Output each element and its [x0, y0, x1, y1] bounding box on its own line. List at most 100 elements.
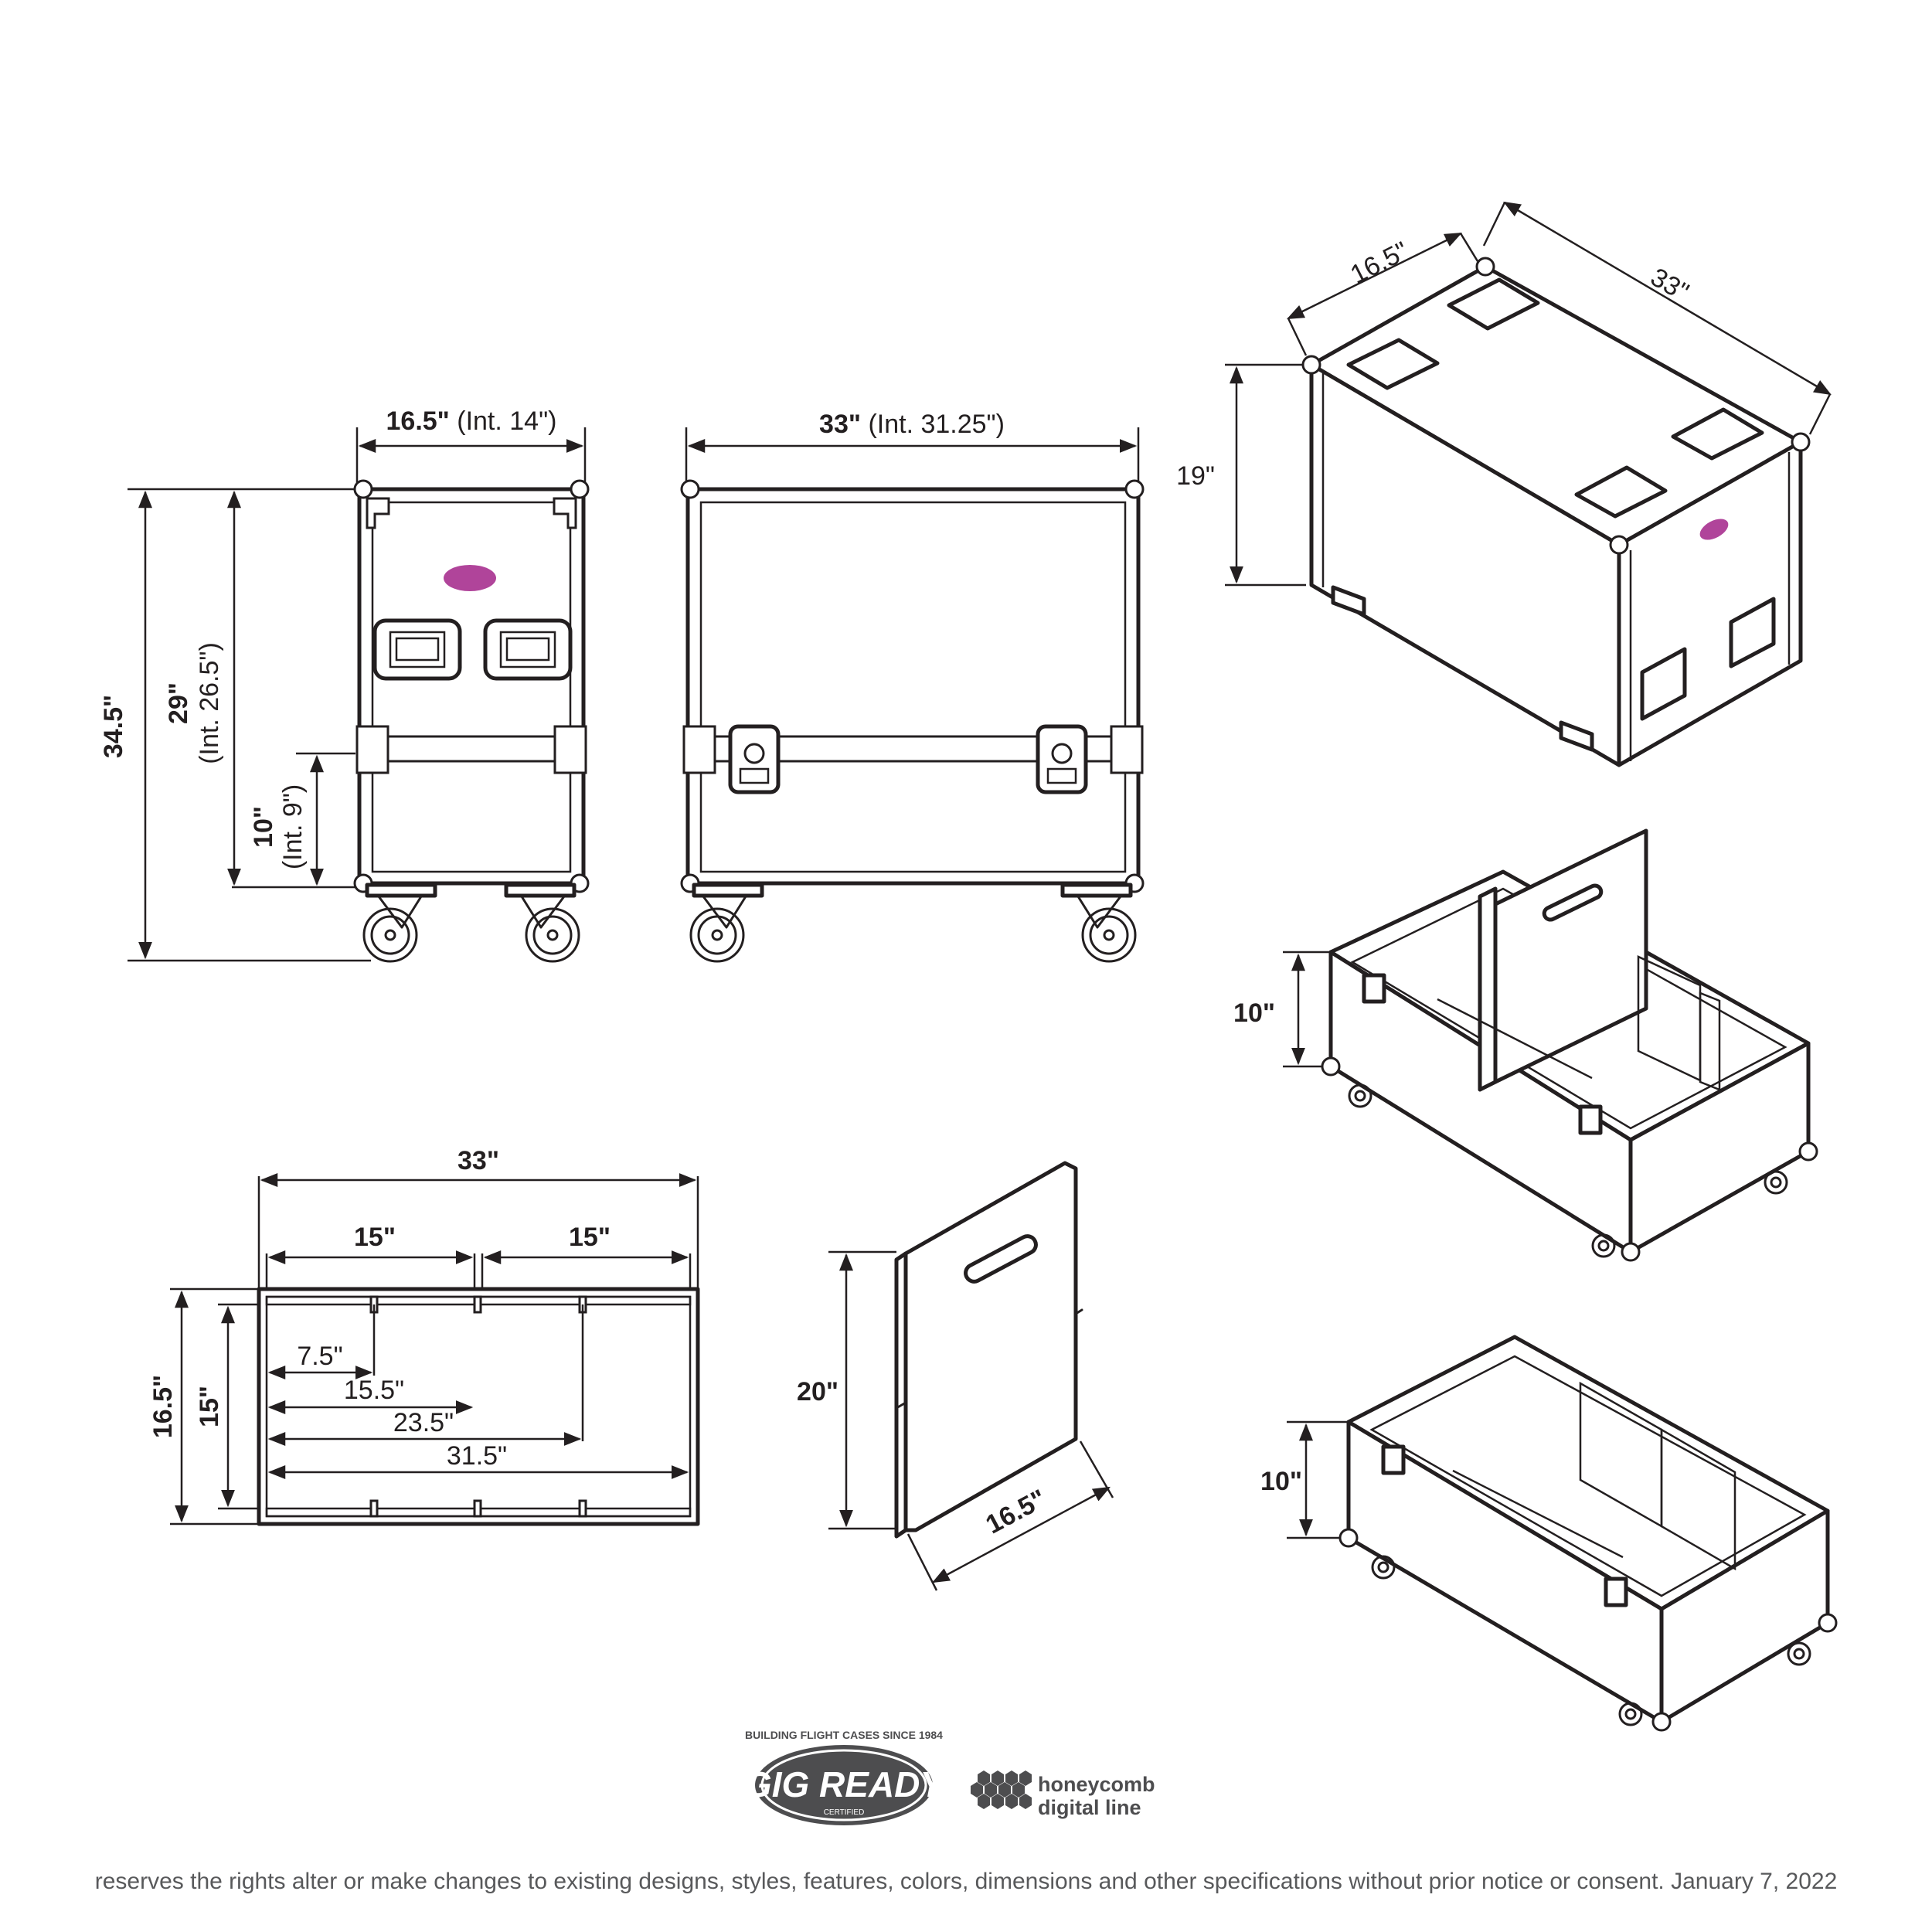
interior-divider [1637, 955, 1702, 1082]
front-height-body-int-label: (Int. 26.5") [195, 642, 224, 764]
caster-wheel-icon [520, 895, 580, 963]
handle-icon [1640, 647, 1687, 721]
interior-divider [1699, 992, 1721, 1091]
caster-wheel-icon [1077, 895, 1137, 963]
gigready-badge-ring [760, 1749, 927, 1821]
gigready-logo: GIG READY CERTIFIED BUILDING FLIGHT CASE… [744, 1729, 947, 1825]
front-corner-bracket-icon [366, 497, 390, 529]
plan-div-1-label: 7.5" [297, 1342, 342, 1371]
divider-handle-slot [964, 1234, 1038, 1284]
dim-ext [1808, 393, 1832, 435]
honeycomb-logo: honeycomb digital line [971, 1770, 1155, 1819]
footer-disclaimer: reserves the rights alter or make change… [94, 1869, 1838, 1894]
plan-right-section-label: 15" [569, 1223, 611, 1252]
gigready-name: GIG READY [744, 1764, 947, 1804]
plan-depth-label: 16.5" [148, 1375, 178, 1438]
divider-panel-edge [1478, 886, 1498, 1092]
panel-notch [1074, 1308, 1083, 1315]
handle-icon [372, 618, 462, 681]
front-hinge-left [355, 725, 389, 774]
plan-length-label: 33" [457, 1146, 499, 1175]
iso-corner-icon [1609, 535, 1629, 555]
caster-wheel-icon [1348, 1083, 1372, 1108]
recessed-handle-icon [1346, 338, 1440, 390]
latch-icon [1578, 1104, 1603, 1135]
brand-badge-oval [1699, 519, 1729, 540]
front-case-inner-edge [371, 501, 572, 873]
recessed-handle-icon [1447, 277, 1540, 331]
top-plan-view: 33" 15" 15" 16.5" 15" [148, 1146, 700, 1526]
honeycomb-line1: honeycomb [1038, 1773, 1155, 1796]
open-corner-icon [1621, 1242, 1641, 1262]
open-view-upper: 10" [1233, 828, 1818, 1262]
open-corner-icon [1651, 1712, 1672, 1732]
caster-wheel-icon [1787, 1641, 1811, 1666]
side-case-inner-edge [699, 501, 1127, 873]
iso-corner-icon [1301, 355, 1321, 375]
open-corner-icon [1338, 1528, 1359, 1548]
front-corner-bracket-icon [553, 497, 577, 529]
dim-ext [1459, 233, 1479, 262]
side-view: 33" (Int. 31.25") [680, 410, 1145, 963]
latch-icon [728, 724, 781, 794]
front-corner-icon [353, 479, 373, 499]
hinge-icon [1331, 585, 1366, 617]
open-corner-icon [1321, 1056, 1341, 1077]
front-height-lower-label: 10" [249, 806, 278, 848]
open-upper-height-label: 10" [1233, 998, 1275, 1028]
interior-divider [1660, 1427, 1736, 1571]
plan-div-3-label: 23.5" [393, 1408, 454, 1437]
interior-floor-line [1452, 1469, 1624, 1559]
front-height-total-label: 34.5" [99, 695, 128, 758]
plan-div-4-label: 31.5" [447, 1441, 507, 1471]
caster-wheel-icon [689, 895, 747, 963]
gigready-arc-text: BUILDING FLIGHT CASES SINCE 1984 [745, 1729, 943, 1741]
caster-wheel-icon [1618, 1702, 1643, 1726]
latch-icon [1604, 1577, 1628, 1607]
open-corner-icon [1818, 1613, 1838, 1633]
divider-slot [473, 1499, 482, 1518]
handle-icon [483, 618, 573, 681]
iso-height-label: 19" [1176, 461, 1215, 491]
open-corner-icon [1798, 1141, 1818, 1162]
recessed-handle-icon [1574, 465, 1668, 519]
panel-notch [895, 1401, 907, 1410]
latch-icon [1036, 724, 1088, 794]
side-hinge-left [682, 725, 716, 774]
side-case-outline [685, 487, 1141, 886]
gigready-badge [755, 1745, 933, 1825]
front-corner-icon [570, 479, 590, 499]
side-width-label: 33" (Int. 31.25") [819, 410, 1005, 439]
divider-slot [369, 1499, 379, 1518]
caster-wheel-icon [1764, 1170, 1788, 1195]
divider-panel-view: 20" 16.5" [797, 1161, 1114, 1591]
divider-panel-top-edge [904, 1162, 1077, 1255]
caster-plate [692, 883, 764, 898]
divider-slot [578, 1499, 587, 1518]
iso-length-dimension-line [1503, 201, 1832, 396]
panel-height-label: 20" [797, 1377, 838, 1406]
front-width-label: 16.5" (Int. 14") [386, 406, 557, 436]
open-lower-height-label: 10" [1260, 1467, 1302, 1496]
divider-handle-slot [1542, 883, 1604, 922]
handle-icon [1729, 597, 1776, 668]
side-corner-icon [680, 479, 700, 499]
front-case-outline [357, 487, 586, 886]
iso-length-label: 33" [1645, 263, 1693, 308]
panel-width-dimension-line [932, 1486, 1111, 1583]
divider-slot [473, 1295, 482, 1314]
divider-panel-thickness [894, 1251, 908, 1539]
iso-depth-dimension-line [1286, 232, 1463, 320]
open-view-lower: 10" [1260, 1335, 1838, 1732]
honeycomb-hexagon-icon [971, 1770, 1032, 1809]
brand-badge-oval [444, 565, 496, 591]
honeycomb-line2: digital line [1038, 1796, 1141, 1819]
caster-wheel-icon [1591, 1233, 1616, 1258]
plan-inner-depth-label: 15" [195, 1386, 224, 1427]
isometric-closed-view: 16.5" 33" 19" [1176, 201, 1832, 767]
dim-ext [906, 1533, 938, 1591]
divider-panel-face [903, 1161, 1078, 1532]
plan-left-section-label: 15" [354, 1223, 396, 1252]
front-hinge-right [553, 725, 587, 774]
